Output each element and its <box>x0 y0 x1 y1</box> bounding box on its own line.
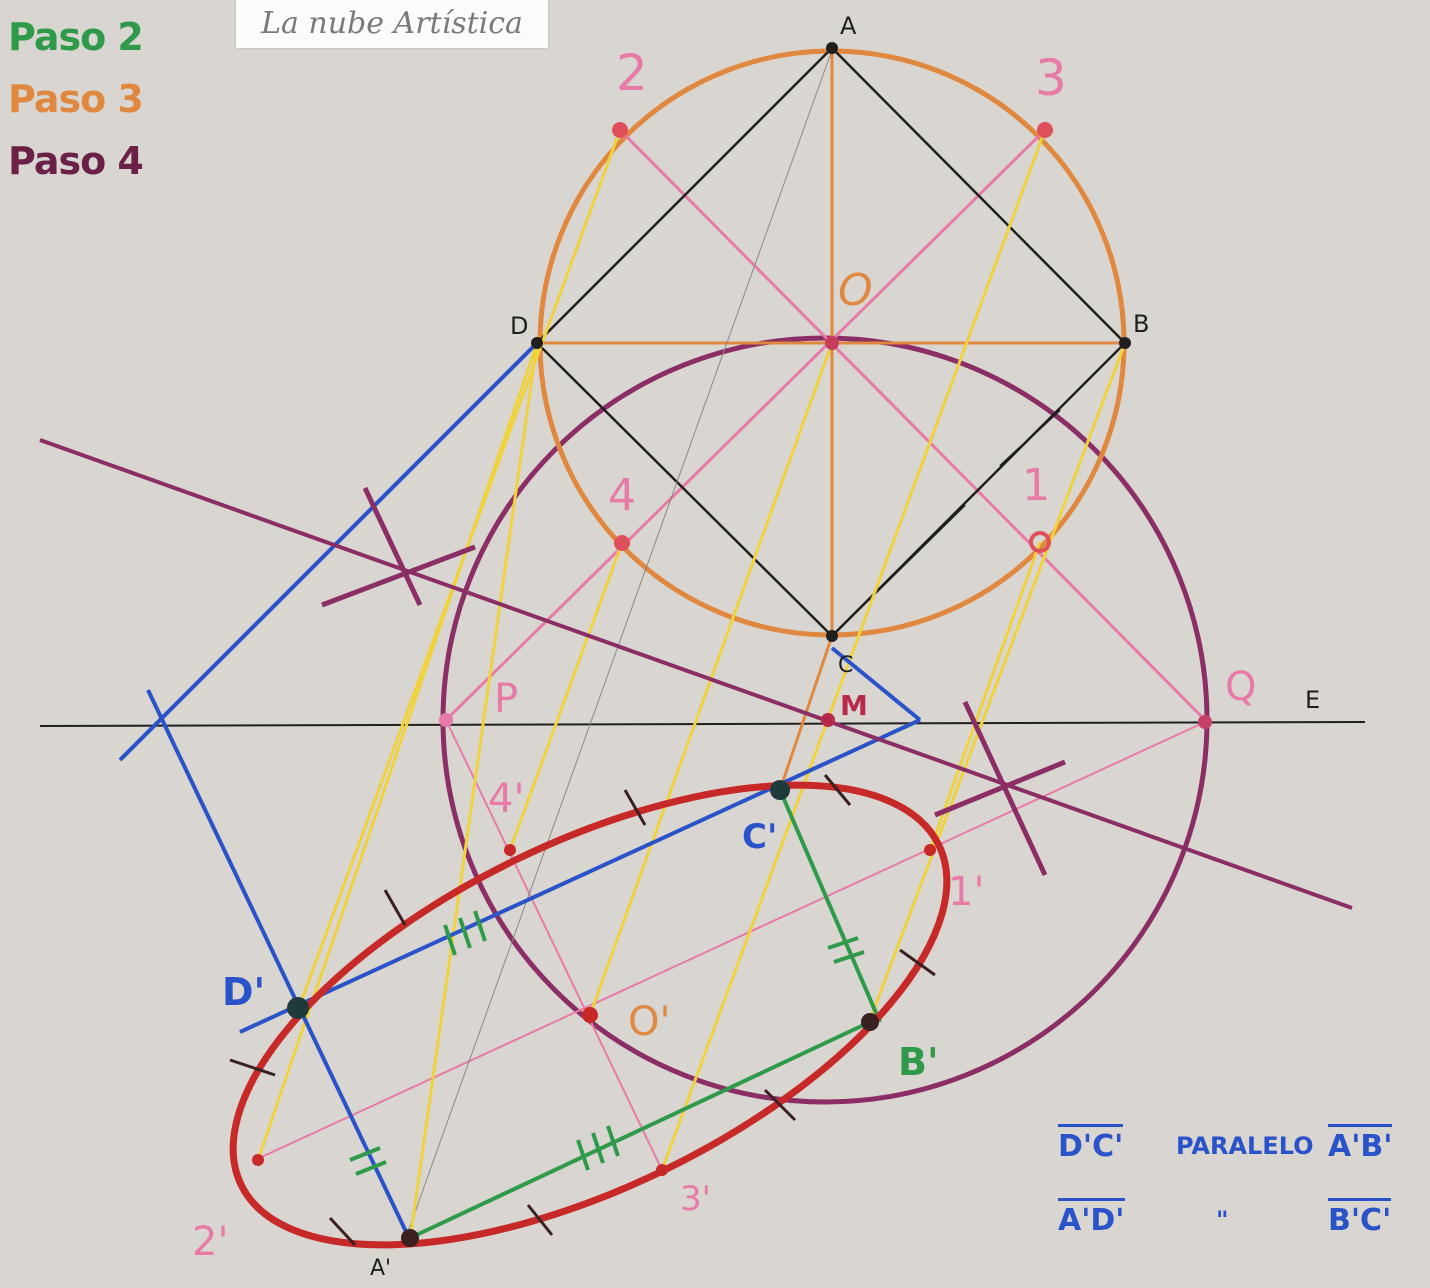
dot-Aprime <box>401 1229 419 1247</box>
dot-Cprime <box>770 780 790 800</box>
label-2: 2 <box>616 44 648 102</box>
label-D: D <box>510 312 528 340</box>
yellow-line-8 <box>508 542 624 851</box>
yellow-line-5 <box>660 129 1047 1171</box>
blue-line-D-construction <box>118 341 539 762</box>
step-legend: Paso 2 Paso 3 Paso 4 <box>8 6 144 192</box>
label-Oprime: O' <box>628 999 670 1045</box>
dot-3prime <box>656 1164 668 1176</box>
dot-2prime <box>252 1154 264 1166</box>
dot-4prime <box>504 844 516 856</box>
yellow-line-6 <box>868 342 1127 1021</box>
dot-M <box>821 713 835 727</box>
label-O: O <box>838 265 873 316</box>
dot-C <box>826 630 838 642</box>
purple-arc-mark-2 <box>321 544 476 608</box>
pink-line-P-3prime <box>445 719 663 1171</box>
legend-paso-3: Paso 3 <box>8 77 144 121</box>
yellow-line-7 <box>928 541 1042 851</box>
black-line-tick <box>999 409 1061 467</box>
note-segment-bc: B'C' <box>1328 1198 1392 1238</box>
note-ditto: " <box>1216 1206 1229 1234</box>
label-4: 4 <box>608 470 636 521</box>
label-3prime: 3' <box>680 1179 711 1219</box>
note-segment-ad: A'D' <box>1058 1198 1125 1238</box>
label-Q: Q <box>1225 664 1256 710</box>
label-2prime: 2' <box>192 1219 228 1265</box>
purple-arc-mark-4 <box>934 759 1066 818</box>
pink-line-2-Q <box>618 128 1207 722</box>
note-row-1: D'C' PARALELO A'B' <box>1058 1090 1393 1164</box>
label-M: M <box>840 689 868 722</box>
label-Cprime: C' <box>742 817 777 857</box>
dot-O <box>825 336 839 350</box>
yellow-line-2 <box>256 342 539 1161</box>
label-E: E <box>1305 686 1320 714</box>
label-4prime: 4' <box>488 776 524 822</box>
label-1prime: 1' <box>948 869 984 915</box>
blue-line-perp <box>146 689 412 1241</box>
green-line-Aprime-Bprime <box>409 1020 871 1240</box>
blue-line-Dprime-Cprime <box>239 718 921 1034</box>
black-line-C-1 <box>831 504 966 637</box>
pink-line-3-P <box>444 128 1047 722</box>
red-ellipse <box>229 781 951 1249</box>
green-line-Cprime-Bprime <box>778 789 882 1023</box>
label-3: 3 <box>1035 49 1067 107</box>
dot-Q <box>1198 715 1212 729</box>
parallel-marks <box>349 910 865 1176</box>
legend-paso-2: Paso 2 <box>8 15 144 59</box>
legend-paso-4: Paso 4 <box>8 139 144 183</box>
point-dots <box>252 42 1212 1247</box>
note-row-2: A'D' " B'C' <box>1058 1164 1392 1238</box>
note-segment-ab: A'B' <box>1328 1124 1393 1164</box>
yellow-line-3 <box>408 342 539 1241</box>
note-paralelo: PARALELO <box>1176 1132 1314 1160</box>
label-Aprime: A' <box>370 1256 391 1281</box>
label-1: 1 <box>1022 460 1050 511</box>
blue-line-C-M <box>830 646 922 722</box>
label-C: C <box>838 653 853 678</box>
dot-B <box>1119 337 1131 349</box>
dot-Bprime <box>861 1013 879 1031</box>
ground-line <box>39 721 1366 727</box>
dot-1prime <box>924 844 936 856</box>
purple-arc-mark-1 <box>362 486 423 607</box>
label-B: B <box>1133 310 1149 338</box>
dot-D <box>531 337 543 349</box>
pink-line-Q-2prime <box>254 721 1206 1161</box>
dot-P <box>439 713 453 727</box>
label-Dprime: D' <box>222 970 265 1014</box>
label-Bprime: B' <box>898 1040 939 1084</box>
brand-banner: La nube Artística <box>236 0 548 48</box>
label-P: P <box>494 676 518 722</box>
purple-bisector <box>39 438 1353 910</box>
dot-Oprime <box>582 1007 598 1023</box>
dot-2 <box>612 122 628 138</box>
note-segment-dc: D'C' <box>1058 1124 1124 1164</box>
dot-Dprime <box>287 997 309 1019</box>
parallel-notes: D'C' PARALELO A'B' A'D' " B'C' <box>1058 1090 1393 1238</box>
dot-A <box>826 42 838 54</box>
dot-3 <box>1037 122 1053 138</box>
dot-1 <box>1029 531 1051 553</box>
ellipse-tick-marks <box>229 774 936 1247</box>
dot-4 <box>614 535 630 551</box>
label-A: A <box>840 12 857 40</box>
